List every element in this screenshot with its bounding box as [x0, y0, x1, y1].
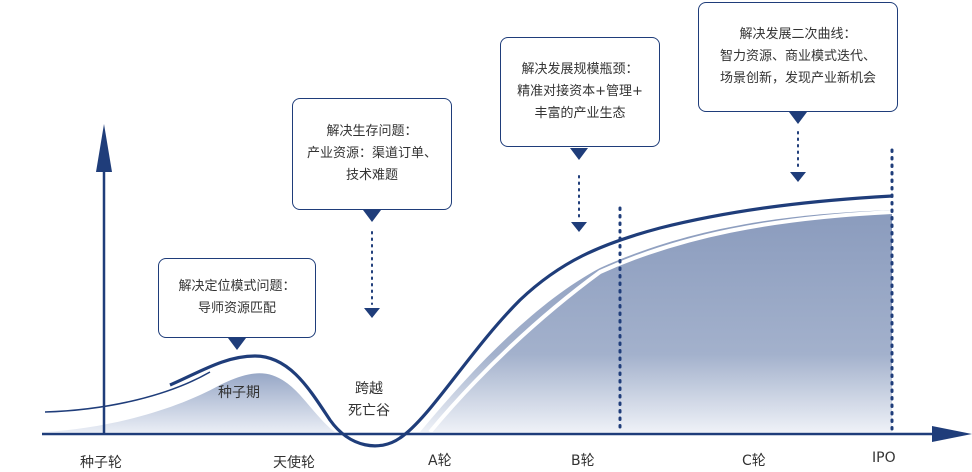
- callout-line: 解决发展规模瓶颈：: [521, 62, 639, 77]
- callout-line: 技术难题: [345, 168, 398, 183]
- callout-line: 产业资源：渠道订单、: [306, 146, 437, 161]
- death-valley-line1: 跨越: [355, 381, 383, 397]
- seed-period-label: 种子期: [218, 385, 260, 401]
- growth-area-fill: [420, 210, 892, 432]
- stage-label-seed: 种子轮: [80, 455, 122, 471]
- stage-label-c: C轮: [742, 453, 766, 469]
- callout4-connector-arrow: [790, 172, 806, 182]
- callout-survival-pointer: [363, 210, 381, 222]
- x-axis-arrow: [932, 426, 972, 442]
- stage-label-angel: 天使轮: [273, 455, 315, 471]
- callout-line: 解决生存问题：: [326, 124, 418, 139]
- death-valley-line2: 死亡谷: [348, 403, 390, 419]
- callout2-connector-arrow: [364, 308, 380, 318]
- callout3-connector-arrow: [571, 222, 587, 232]
- callout-line: 场景创新，发现产业新机会: [719, 71, 876, 86]
- callout-line: 智力资源、商业模式迭代、: [719, 49, 876, 64]
- early-curve: [44, 371, 211, 413]
- callout-positioning-pointer: [228, 338, 246, 350]
- callout-line: 解决定位模式问题：: [178, 279, 296, 294]
- callout-line: 精准对接资本+管理+: [517, 84, 643, 99]
- callout-survival: 解决生存问题： 产业资源：渠道订单、 技术难题: [292, 98, 452, 210]
- callout-second-curve-pointer: [789, 112, 807, 124]
- callout-positioning: 解决定位模式问题： 导师资源匹配: [158, 258, 316, 338]
- y-axis-arrow: [96, 124, 112, 172]
- callout-scale: 解决发展规模瓶颈： 精准对接资本+管理+ 丰富的产业生态: [500, 37, 660, 147]
- callout-line: 导师资源匹配: [197, 301, 276, 316]
- stage-label-ipo: IPO: [872, 450, 896, 466]
- secondary-curve: [428, 210, 893, 434]
- stage-label-b: B轮: [571, 453, 595, 469]
- callout-second-curve: 解决发展二次曲线： 智力资源、商业模式迭代、 场景创新，发现产业新机会: [698, 2, 898, 112]
- callout-line: 丰富的产业生态: [534, 106, 626, 121]
- seed-area-fill: [45, 373, 335, 432]
- death-valley-label: 跨越 死亡谷: [348, 378, 390, 422]
- callout-line: 解决发展二次曲线：: [739, 27, 857, 42]
- stage-label-a: A轮: [428, 453, 452, 469]
- callout-scale-pointer: [570, 148, 588, 160]
- main-growth-curve: [169, 194, 893, 448]
